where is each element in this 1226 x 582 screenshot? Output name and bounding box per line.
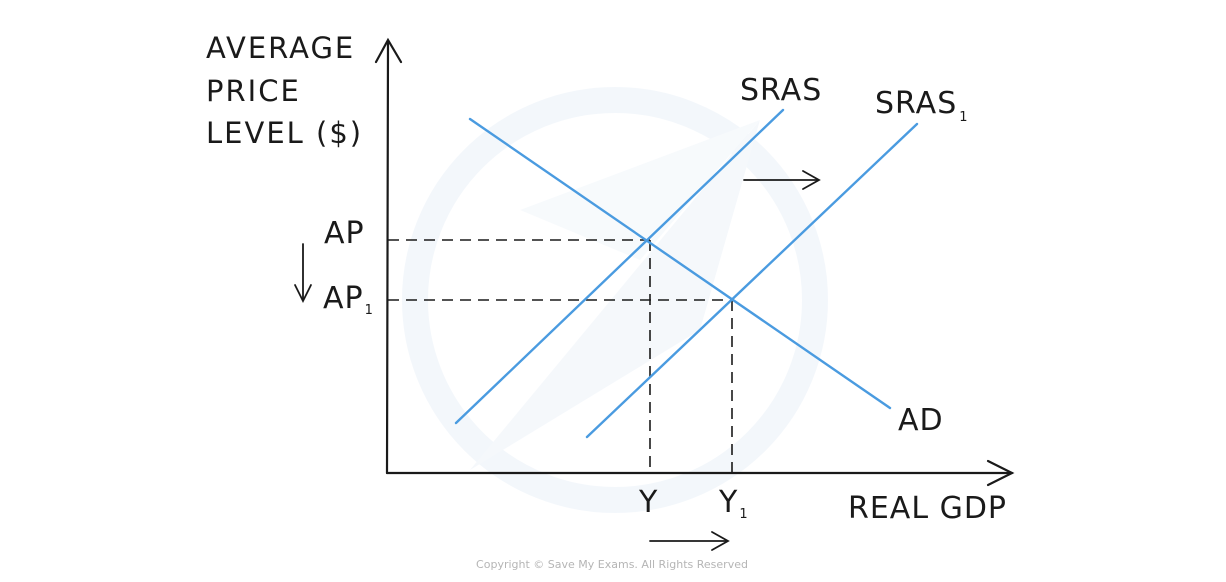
supply-shift-arrowhead xyxy=(802,170,821,190)
ap1-label: AP1 xyxy=(323,281,373,318)
output-shift-arrowhead xyxy=(711,531,730,551)
axes xyxy=(374,37,1015,487)
shift-arrows xyxy=(294,170,821,551)
x-axis-label: REAL GDP xyxy=(848,491,1007,526)
sras1-curve xyxy=(585,122,919,439)
y-axis-label-line2: PRICE xyxy=(206,74,301,108)
x-axis-arrowhead xyxy=(986,459,1015,487)
y-axis-label-line3: LEVEL ($) xyxy=(206,116,363,150)
ad-label: AD xyxy=(898,403,944,438)
ad-curve xyxy=(468,117,892,410)
sras-curve xyxy=(454,108,785,425)
y-axis-arrowhead xyxy=(374,37,403,64)
sras-label: SRAS xyxy=(740,73,822,108)
y1-label: Y1 xyxy=(718,485,748,522)
copyright-notice: Copyright © Save My Exams. All Rights Re… xyxy=(476,558,748,571)
y-axis-label-line1: AVERAGE xyxy=(206,31,355,65)
ap-label: AP xyxy=(324,216,365,251)
y-axis xyxy=(385,40,390,475)
y-label: Y xyxy=(638,485,658,520)
guide-lines xyxy=(388,239,733,473)
price-fall-arrowhead xyxy=(294,284,312,304)
curves xyxy=(454,108,919,439)
